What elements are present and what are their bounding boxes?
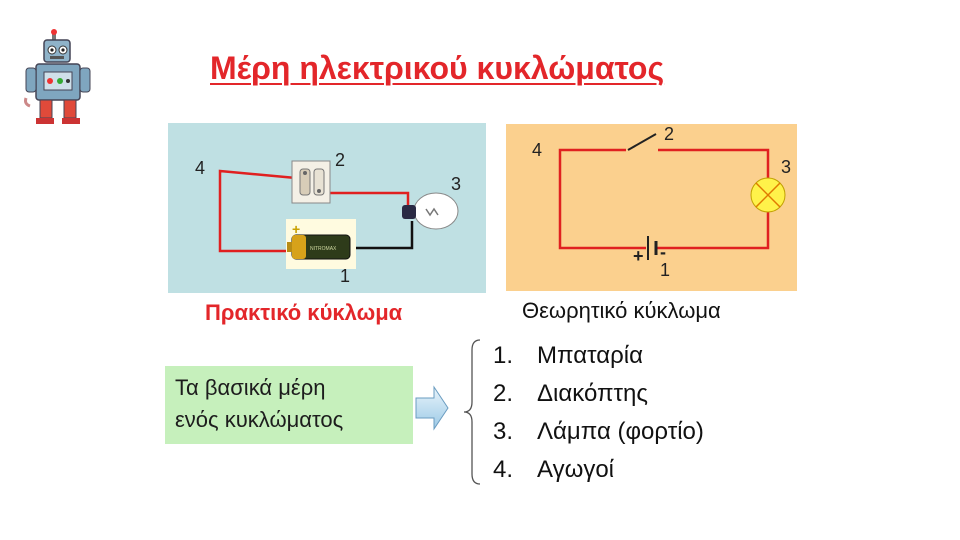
label-3: 3 bbox=[451, 174, 461, 195]
basic-parts-line-1: Τα βασικά μέρη bbox=[175, 375, 326, 401]
switch-icon bbox=[292, 161, 330, 203]
left-brace bbox=[460, 338, 484, 486]
wire-red-top bbox=[318, 193, 408, 211]
practical-circuit-wires: + NITROMAX bbox=[168, 123, 486, 293]
list-item: 3.Λάμπα (φορτίο) bbox=[493, 413, 704, 451]
basic-parts-line-2: ενός κυκλώματος bbox=[175, 407, 343, 433]
list-item-label: Λάμπα (φορτίο) bbox=[537, 418, 704, 445]
light-bulb-icon bbox=[402, 193, 458, 229]
practical-circuit-panel: + NITROMAX 4 2 3 1 bbox=[168, 123, 486, 293]
list-item-number: 1. bbox=[493, 337, 537, 375]
basic-parts-box: Τα βασικά μέρη ενός κυκλώματος bbox=[165, 366, 413, 444]
theoretical-circuit-caption: Θεωρητικό κύκλωμα bbox=[522, 298, 721, 324]
schematic-label-2: 2 bbox=[664, 124, 674, 145]
battery-icon: + NITROMAX bbox=[286, 219, 356, 269]
label-1: 1 bbox=[340, 266, 350, 287]
schematic-label-3: 3 bbox=[781, 157, 791, 178]
robot-icon bbox=[22, 28, 114, 128]
list-item-label: Διακόπτης bbox=[537, 380, 648, 407]
schematic-wire-left bbox=[560, 150, 646, 248]
switch-symbol bbox=[628, 134, 656, 150]
list-item: 4.Αγωγοί bbox=[493, 451, 704, 489]
svg-text:+: + bbox=[292, 221, 300, 237]
practical-circuit-caption: Πρακτικό κύκλωμα bbox=[205, 300, 402, 326]
label-4: 4 bbox=[195, 158, 205, 179]
label-2: 2 bbox=[335, 150, 345, 171]
schematic-label-4: 4 bbox=[532, 140, 542, 161]
lamp-symbol-icon bbox=[751, 178, 785, 212]
list-item: 2.Διακόπτης bbox=[493, 375, 704, 413]
theoretical-circuit-panel: 4 2 3 + - 1 bbox=[506, 124, 797, 291]
circuit-schematic bbox=[506, 124, 797, 291]
list-item-number: 3. bbox=[493, 413, 537, 451]
wire-black bbox=[348, 221, 412, 248]
schematic-label-1: 1 bbox=[660, 260, 670, 281]
list-item-label: Μπαταρία bbox=[537, 342, 643, 369]
list-item-label: Αγωγοί bbox=[537, 456, 614, 483]
plus-sign: + bbox=[633, 246, 644, 267]
right-arrow-icon bbox=[414, 384, 450, 432]
page-title: Μέρη ηλεκτρικού κυκλώματος bbox=[210, 50, 664, 87]
list-item-number: 2. bbox=[493, 375, 537, 413]
battery-brand-label: NITROMAX bbox=[310, 246, 337, 252]
list-item: 1.Μπαταρία bbox=[493, 337, 704, 375]
list-item-number: 4. bbox=[493, 451, 537, 489]
parts-list: 1.Μπαταρία 2.Διακόπτης 3.Λάμπα (φορτίο) … bbox=[493, 337, 704, 489]
